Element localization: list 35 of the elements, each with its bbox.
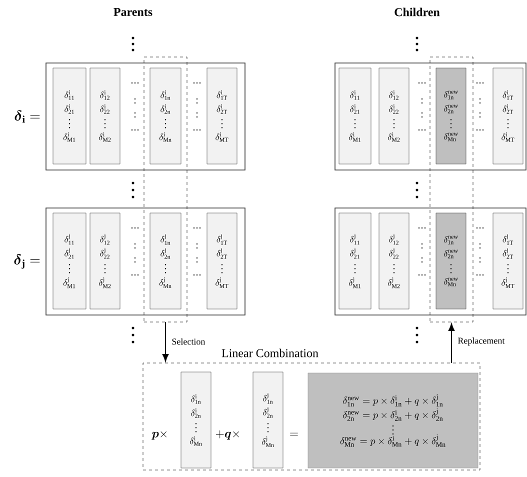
new-column-box: $\delta^{\mathrm{new}}_{\mathrm{1n}}$ $\delta^{\mathrm{new}}_{\mathrm{2n}}$ $\delta^{\mathrm{new}}_{\mathrm{Mn}}$	[436, 212, 466, 310]
column-box: $\delta^{\mathrm{i}}_{\mathrm{11}}$ $\delta^{\mathrm{i}}_{\mathrm{21}}$ $\delta^{\mathrm{i}}_{\mathrm{M1}}$	[52, 68, 86, 164]
matrix-box	[334, 208, 526, 316]
selection-box	[430, 56, 474, 322]
column-heading: Parents	[114, 8, 152, 16]
column-box: $\delta^{\mathrm{i}}_{\mathrm{1T}}$ $\delta^{\mathrm{i}}_{\mathrm{2T}}$ $\delta^{\mathrm{i}}_{\mathrm{MT}}$	[492, 68, 524, 164]
matrix-box	[334, 62, 526, 170]
operator: $\boldsymbol{p}\times$	[152, 431, 166, 440]
column-heading: Children	[394, 8, 440, 16]
arrow	[448, 324, 455, 364]
column-box: $\delta^{\mathrm{i}}_{\mathrm{1T}}$ $\delta^{\mathrm{i}}_{\mathrm{2T}}$ $\delta^{\mathrm{i}}_{\mathrm{MT}}$	[206, 68, 238, 164]
column-box: $\delta^{\mathrm{j}}_{\mathrm{1n}}$ $\delta^{\mathrm{j}}_{\mathrm{2n}}$ $\delta^{\mathrm{j}}_{\mathrm{Mn}}$	[150, 212, 182, 310]
matrix-label: $\boldsymbol{\delta}_{\mathbf{j}}=$	[14, 254, 40, 269]
column-box: $\delta^{\mathrm{i}}_{\mathrm{12}}$ $\delta^{\mathrm{i}}_{\mathrm{22}}$ $\delta^{\mathrm{i}}_{\mathrm{M2}}$	[378, 68, 410, 164]
box-heading: Linear Combination	[222, 348, 318, 358]
column-box: $\delta^{\mathrm{j}}_{\mathrm{11}}$ $\delta^{\mathrm{j}}_{\mathrm{21}}$ $\delta^{\mathrm{j}}_{\mathrm{M1}}$	[338, 212, 372, 310]
column-box: $\delta^{\mathrm{j}}_{\mathrm{1T}}$ $\delta^{\mathrm{j}}_{\mathrm{2T}}$ $\delta^{\mathrm{j}}_{\mathrm{MT}}$	[206, 212, 238, 310]
column-box: $\delta^{\mathrm{j}}_{\mathrm{1T}}$ $\delta^{\mathrm{j}}_{\mathrm{2T}}$ $\delta^{\mathrm{j}}_{\mathrm{MT}}$	[492, 212, 524, 310]
arrow	[162, 322, 169, 362]
operator: $=$	[290, 432, 298, 436]
result-box: $\delta^{\mathrm{new}}_{\mathrm{1n}} = p\times\delta^{\mathrm{i}}_{\mathrm{1n}} + q\times\delta^{\mathrm{j}}_{\mathrm{1n}}$ $\delta^{\mathrm{new}}_{\mathrm{2n}} = p\times\delta^{\mathrm{i}}_{\mathrm{2n}} + q\times\delta^{\mathrm{j}}_{\mathrm{2n}}$ $\delta^{\mathrm{new}}_{\mathrm{Mn}} = p\times\delta^{\mathrm{i}}_{\mathrm{Mn}} + q\times\delta^{\mathrm{j}}_{\mathrm{Mn}}$	[308, 372, 478, 468]
column-box: $\delta^{\mathrm{j}}_{\mathrm{1n}}$ $\delta^{\mathrm{j}}_{\mathrm{2n}}$ $\delta^{\mathrm{j}}_{\mathrm{Mn}}$	[252, 372, 284, 468]
matrix-label: $\boldsymbol{\delta}_{\mathbf{i}}=$	[14, 110, 40, 123]
column-box: $\delta^{\mathrm{j}}_{\mathrm{12}}$ $\delta^{\mathrm{j}}_{\mathrm{22}}$ $\delta^{\mathrm{j}}_{\mathrm{M2}}$	[378, 212, 410, 310]
edge-label: Replacement	[456, 336, 506, 347]
column-box: $\delta^{\mathrm{i}}_{\mathrm{11}}$ $\delta^{\mathrm{i}}_{\mathrm{21}}$ $\delta^{\mathrm{i}}_{\mathrm{M1}}$	[338, 68, 372, 164]
selection-box	[144, 56, 188, 322]
column-box: $\delta^{\mathrm{i}}_{\mathrm{12}}$ $\delta^{\mathrm{i}}_{\mathrm{22}}$ $\delta^{\mathrm{i}}_{\mathrm{M2}}$	[90, 68, 120, 164]
column-box: $\delta^{\mathrm{j}}_{\mathrm{11}}$ $\delta^{\mathrm{j}}_{\mathrm{21}}$ $\delta^{\mathrm{j}}_{\mathrm{M1}}$	[52, 212, 86, 310]
column-box: $\delta^{\mathrm{i}}_{\mathrm{1n}}$ $\delta^{\mathrm{i}}_{\mathrm{2n}}$ $\delta^{\mathrm{i}}_{\mathrm{Mn}}$	[180, 372, 212, 468]
edge-label: Selection	[170, 337, 206, 346]
operator: $+\boldsymbol{q}\times$	[216, 430, 239, 440]
column-box: $\delta^{\mathrm{i}}_{\mathrm{1n}}$ $\delta^{\mathrm{i}}_{\mathrm{2n}}$ $\delta^{\mathrm{i}}_{\mathrm{Mn}}$	[150, 68, 182, 164]
new-column-box: $\delta^{\mathrm{new}}_{\mathrm{1n}}$ $\delta^{\mathrm{new}}_{\mathrm{2n}}$ $\delta^{\mathrm{new}}_{\mathrm{Mn}}$	[436, 68, 466, 164]
column-box: $\delta^{\mathrm{j}}_{\mathrm{12}}$ $\delta^{\mathrm{j}}_{\mathrm{22}}$ $\delta^{\mathrm{j}}_{\mathrm{M2}}$	[90, 212, 120, 310]
